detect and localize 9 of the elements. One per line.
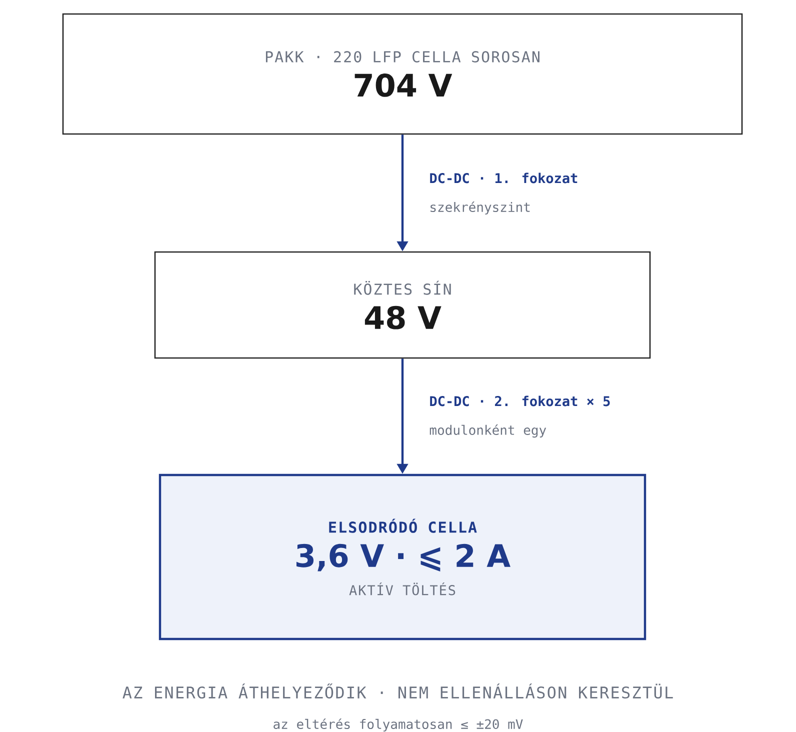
- footer-heading: AZ ENERGIA ÁTHELYEZŐDIK · NEM ELLENÁLLÁSON KERESZTÜL: [122, 683, 673, 699]
- edge-note: modulonként egy: [430, 424, 546, 438]
- footer-note: az eltérés folyamatosan ≤ ±20 mV: [274, 718, 523, 732]
- voltage-box: KÖZTES SÍN 48 V: [154, 251, 651, 359]
- edge-label: DC-DC · 1. fokozat: [430, 172, 578, 184]
- edge-label: DC-DC · 2. fokozat × 5: [430, 396, 610, 406]
- edge-note: szekrényszint: [430, 201, 530, 215]
- voltage-box: PAKK · 220 LFP CELLA SOROSAN 704 V: [62, 13, 743, 135]
- result-box: ELSODRÓDÓ CELLA 3,6 V · ⩽ 2 A AKTÍV TÖLTÉS: [158, 474, 646, 640]
